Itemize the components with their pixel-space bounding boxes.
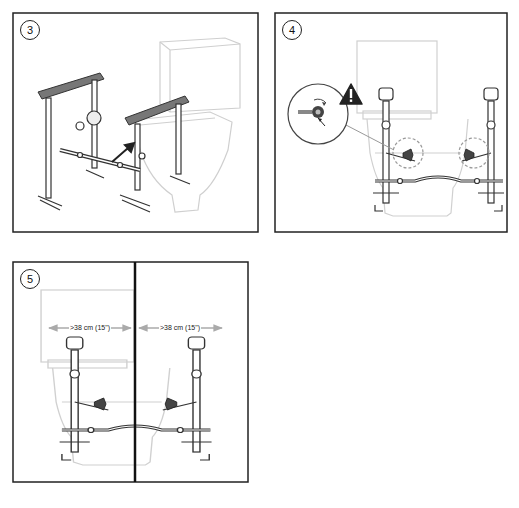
dimension-label: >38 cm (15") — [69, 324, 111, 332]
step-number-text: 3 — [27, 25, 33, 36]
center-line — [134, 262, 137, 482]
step-number: 3 — [20, 20, 40, 40]
detail-zoom — [288, 84, 394, 150]
step-number-text: 5 — [27, 274, 33, 285]
step-number: 5 — [20, 269, 40, 289]
front-view — [357, 41, 504, 216]
perspective-view — [38, 38, 240, 212]
highlight-circle — [393, 138, 489, 168]
step-number-text: 4 — [289, 25, 295, 36]
dimension-label: >38 cm (15") — [159, 324, 201, 332]
front-view — [41, 290, 212, 465]
panel-frame — [13, 13, 507, 482]
step-number: 4 — [282, 20, 302, 40]
